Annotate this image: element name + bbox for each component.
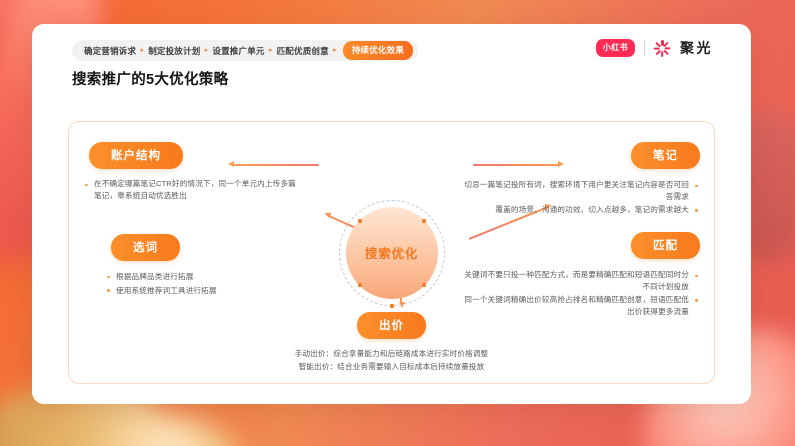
node-note-bullets: 切忌一篇笔记投所有词，搜索环境下用户更关注笔记内容是否可回答需求覆盖的场景、沟通… [464, 179, 700, 216]
hub-label: 搜索优化 [364, 247, 419, 261]
arrow-head [228, 161, 234, 168]
list-item: 使用系统推荐词工具进行拓展 [105, 284, 295, 298]
hub-dot-sw [357, 282, 362, 287]
node-account-structure-title: 账户结构 [89, 142, 183, 169]
node-keyword-selection-title: 选词 [111, 234, 180, 261]
list-item: 根据品牌品类进行拓展 [105, 270, 295, 284]
breadcrumb-item-5[interactable]: 持续优化效果 [342, 41, 414, 60]
node-bidding-title: 出价 [357, 312, 426, 339]
list-item: 在不确定哪篇笔记CTR好的情况下，同一个单元内上传多篇笔记，靠系统自动优选胜出 [83, 178, 303, 203]
breadcrumb-item-3[interactable]: 设置推广单元 [212, 45, 265, 56]
node-account-structure: 账户结构 在不确定哪篇笔记CTR好的情况下，同一个单元内上传多篇笔记，靠系统自动… [83, 142, 303, 203]
connector-arrow [473, 161, 564, 168]
brand-divider [644, 40, 645, 56]
breadcrumb-item-1[interactable]: 确定营销诉求 [84, 45, 137, 56]
node-keyword-selection-bullets: 根据品牌品类进行拓展使用系统推荐词工具进行拓展 [105, 270, 295, 297]
brand-name: 聚光 [680, 40, 713, 56]
list-item: 覆盖的场景、沟通的功效、切入点越多，笔记的需求越大 [464, 204, 700, 216]
arrow-head [558, 161, 564, 168]
slide-card: 确定营销诉求▸制定投放计划▸设置推广单元▸匹配优质创意▸持续优化效果 小红书 聚… [32, 24, 751, 404]
brand-lockup: 小红书 聚光 [595, 38, 713, 58]
node-account-structure-bullets: 在不确定哪篇笔记CTR好的情况下，同一个单元内上传多篇笔记，靠系统自动优选胜出 [83, 178, 303, 203]
breadcrumb-item-4[interactable]: 匹配优质创意 [276, 45, 329, 56]
breadcrumb-item-2[interactable]: 制定投放计划 [148, 45, 201, 56]
hub-search-optimization: 搜索优化 [338, 199, 445, 308]
node-match: 匹配 关键词不要只投一种匹配方式，而是要精确匹配和短语匹配同时分不同计划投放同一… [464, 232, 700, 318]
list-item: 同一个关键词精确出价较高抢占排名和精确匹配创意，短语匹配低出价获得更多流量 [464, 294, 700, 319]
chevron-right-icon: ▸ [140, 47, 144, 54]
hub-dot-se [421, 282, 426, 287]
node-bidding-lines: 手动出价：综合拿量能力和后链路成本进行实时价格调整智能出价：结合业务需要输入目标… [242, 348, 542, 373]
text-line: 手动出价：综合拿量能力和后链路成本进行实时价格调整 [294, 349, 489, 358]
page-title: 搜索推广的5大优化策略 [72, 72, 229, 88]
chevron-right-icon: ▸ [333, 47, 337, 54]
list-item: 关键词不要只投一种匹配方式，而是要精确匹配和短语匹配同时分不同计划投放 [464, 269, 700, 294]
node-note: 笔记 切忌一篇笔记投所有词，搜索环境下用户更关注笔记内容是否可回答需求覆盖的场景… [464, 142, 700, 216]
node-keyword-selection: 选词 根据品牌品类进行拓展使用系统推荐词工具进行拓展 [105, 234, 295, 297]
hub-dot-s [389, 303, 394, 308]
node-match-title: 匹配 [631, 232, 700, 259]
chevron-right-icon: ▸ [268, 47, 273, 54]
breadcrumb: 确定营销诉求▸制定投放计划▸设置推广单元▸匹配优质创意▸持续优化效果 [72, 40, 419, 61]
node-match-bullets: 关键词不要只投一种匹配方式，而是要精确匹配和短语匹配同时分不同计划投放同一个关键… [464, 269, 700, 318]
spark-icon [653, 39, 671, 57]
text-line: 智能出价：结合业务需要输入目标成本后持续放量投放 [298, 361, 485, 371]
list-item: 切忌一篇笔记投所有词，搜索环境下用户更关注笔记内容是否可回答需求 [464, 179, 700, 204]
arrow-head [323, 210, 332, 219]
node-note-title: 笔记 [631, 142, 700, 169]
diagram-panel: 搜索优化 账户结构 在不确定哪篇笔记CTR好的情况下，同一个单元内上传多篇笔记，… [68, 121, 715, 384]
chevron-right-icon: ▸ [204, 47, 209, 54]
xiaohongshu-logo-badge: 小红书 [595, 39, 635, 57]
slide-header: 确定营销诉求▸制定投放计划▸设置推广单元▸匹配优质创意▸持续优化效果 小红书 聚… [32, 24, 751, 88]
hub-dot-nw [357, 218, 362, 223]
node-bidding: 出价 手动出价：综合拿量能力和后链路成本进行实时价格调整智能出价：结合业务需要输… [242, 312, 542, 373]
hub-dot-ne [421, 218, 426, 223]
connector-arrow [228, 161, 319, 168]
